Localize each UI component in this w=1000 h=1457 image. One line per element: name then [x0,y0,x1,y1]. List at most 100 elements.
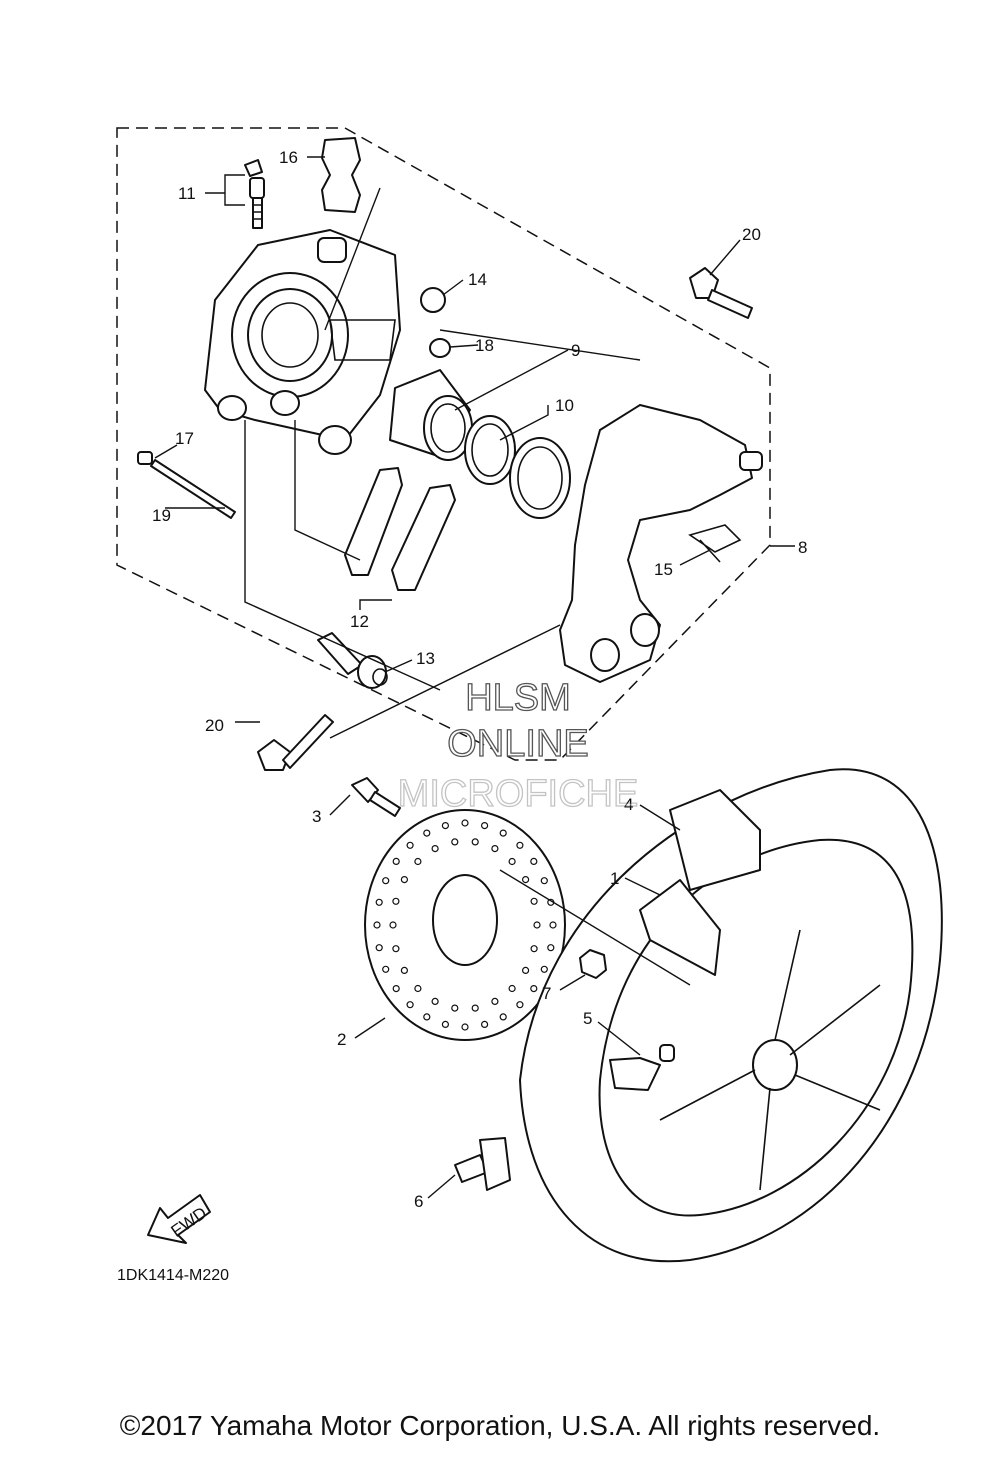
disc-hole [382,877,390,885]
disc-hole [530,984,538,993]
disc-hole [499,829,507,837]
disc-hole [392,945,400,953]
disc-hole [471,838,479,846]
disc-hole [530,897,538,905]
disc-hole [431,997,439,1006]
disc-hole [406,841,414,849]
callout-3: 3 [312,807,321,826]
diagram-code: 1DK1414-M220 [117,1267,229,1284]
caliper-assembly-outline [116,127,771,761]
callout-15: 15 [654,560,673,579]
callout-16: 16 [279,148,298,167]
disc-hole [451,838,459,846]
watermark-line-2: ONLINE [447,723,588,765]
disc-bolt [351,777,401,817]
disc-hole [392,857,400,866]
disc-hole [516,1001,524,1009]
disc-hole [389,921,397,929]
callout-1: 1 [610,869,619,888]
callout-18: 18 [475,336,494,355]
callout-4: 4 [624,795,633,814]
disc-hole [540,877,548,885]
caliper-bracket [559,404,753,683]
disc-hole [530,945,538,953]
callout-11: 11 [178,184,196,203]
disc-hole [461,819,469,827]
fender [639,789,761,976]
watermark-line-1: HLSM [465,677,571,719]
disc-hole [491,997,499,1006]
disc-hole [549,921,557,929]
disc-hole [508,857,516,866]
callout-20-upper: 20 [742,225,761,244]
callout-2: 2 [337,1030,346,1049]
disc-hole [441,821,449,830]
disc-hole [414,857,422,866]
disc-hole [481,821,489,830]
disc-hole [392,984,400,993]
callout-7: 7 [542,984,551,1003]
callout-14: 14 [468,270,487,289]
disc-vent-holes [373,819,557,1031]
callouts: 1 2 3 4 5 6 7 8 9 10 11 12 13 14 15 16 1… [152,148,807,1211]
disc-hole [491,844,499,853]
disc-hole [530,857,538,866]
disc-hole [521,966,530,975]
disc-hole [382,965,390,973]
disc-hole [431,844,439,853]
disc-hole [375,944,383,952]
caliper-body [204,229,401,455]
disc-hole [481,1020,489,1029]
disc-hole [516,841,524,849]
callout-12: 12 [350,612,369,631]
disc-hole [406,1001,414,1009]
disc-hole [400,966,408,975]
piston-seals [464,415,571,519]
disc-hole [373,921,381,929]
callout-10: 10 [555,396,574,415]
bracket-bolt-upper [689,267,753,319]
disc-hole [471,1004,479,1012]
disc-hole [499,1013,507,1021]
callout-9: 9 [571,341,580,360]
leader-lines [154,156,795,1199]
clip [454,1137,511,1191]
callout-20-lower: 20 [205,716,224,735]
disc-hole [441,1020,449,1029]
disc-hole [423,1013,431,1021]
brake-disc [364,809,566,1041]
bracket-bolt-lower [257,714,334,771]
bleed-screw [244,159,265,229]
callout-19: 19 [152,506,171,525]
fwd-arrow-icon: FWD [147,1194,211,1244]
callout-17: 17 [175,429,194,448]
disc-hole [461,1023,469,1031]
disc-hole [533,921,541,929]
bracket-hole [630,613,660,647]
callout-8: 8 [798,538,807,557]
pad-pin [137,451,236,519]
callout-5: 5 [583,1009,592,1028]
slide-pin [317,632,388,689]
piston [389,369,473,461]
boot [429,338,451,358]
brake-pads [344,467,456,591]
disc-hole [521,875,530,884]
watermark-line-3: MICROFICHE [398,773,639,815]
axle-nut [579,949,607,979]
disc-hole [451,1004,459,1012]
disc-hole [508,984,516,993]
disc-hole [392,897,400,905]
callout-6: 6 [414,1192,423,1211]
disc-hole [540,965,548,973]
pad-retainer [688,524,742,563]
watermark: HLSM ONLINE MICROFICHE [397,676,639,815]
disc-hole [423,829,431,837]
disc-hole [547,944,555,952]
disc-hole [375,898,383,906]
bracket-hole [590,638,620,672]
speed-sensor [609,1044,675,1091]
callout-13: 13 [416,649,435,668]
boot [420,287,446,313]
